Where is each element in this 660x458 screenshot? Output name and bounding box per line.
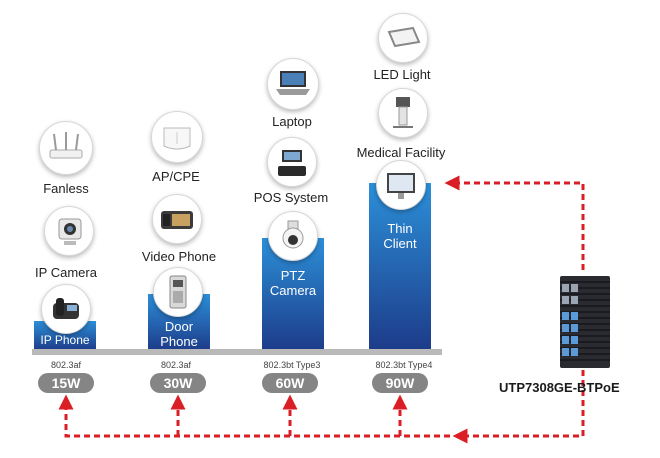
device-label-fanless: Fanless xyxy=(43,181,89,196)
bar-label-ptz-line2: Camera xyxy=(269,283,317,298)
power-pill-90w: 90W xyxy=(372,373,428,393)
door-phone-icon xyxy=(153,267,203,317)
wireless-router-icon xyxy=(39,121,93,175)
device-label-laptop: Laptop xyxy=(272,114,312,129)
bar-label-door-line2: Phone xyxy=(160,334,198,349)
ip-camera-icon xyxy=(44,206,94,256)
standard-label-15w: 802.3af xyxy=(50,360,82,370)
standard-label-30w: 802.3af xyxy=(160,360,192,370)
laptop-icon xyxy=(267,58,319,110)
bar-label-door-line1: Door xyxy=(164,319,194,334)
ip-phone-icon xyxy=(41,284,91,334)
device-label-medical-facility: Medical Facility xyxy=(356,145,446,160)
video-phone-icon xyxy=(152,194,202,244)
bar-label-ptz-camera: PTZ Camera xyxy=(262,268,324,298)
thin-client-icon xyxy=(376,160,426,210)
power-pill-15w: 15W xyxy=(38,373,94,393)
bar-label-ip-phone: IP Phone xyxy=(40,333,90,347)
device-label-led-light: LED Light xyxy=(373,67,431,82)
power-pill-30w: 30W xyxy=(150,373,206,393)
led-panel-icon xyxy=(378,13,428,63)
bar-label-thin-client: Thin Client xyxy=(369,221,431,251)
medical-cart-icon xyxy=(378,88,428,138)
standard-label-90w: 802.3bt Type4 xyxy=(375,360,433,370)
device-label-pos-system: POS System xyxy=(253,190,329,205)
pos-terminal-icon xyxy=(267,137,317,187)
baseline-bar xyxy=(32,349,442,355)
device-label-video-phone: Video Phone xyxy=(141,249,217,264)
device-label-ip-camera: IP Camera xyxy=(35,265,97,280)
poe-switch-icon xyxy=(560,276,610,368)
power-bar-90w xyxy=(369,183,431,350)
ptz-camera-icon xyxy=(268,211,318,261)
bar-label-thin-line2: Client xyxy=(383,236,417,251)
access-point-icon xyxy=(151,111,203,163)
power-flow-arrows xyxy=(58,175,585,444)
power-pill-60w: 60W xyxy=(262,373,318,393)
device-label-ap-cpe: AP/CPE xyxy=(152,169,200,184)
standard-label-60w: 802.3bt Type3 xyxy=(263,360,321,370)
product-name: UTP7308GE-BTPoE xyxy=(499,380,620,395)
bar-label-ptz-line1: PTZ xyxy=(280,268,306,283)
bar-label-door-phone: Door Phone xyxy=(148,319,210,349)
bar-label-thin-line1: Thin xyxy=(387,221,413,236)
